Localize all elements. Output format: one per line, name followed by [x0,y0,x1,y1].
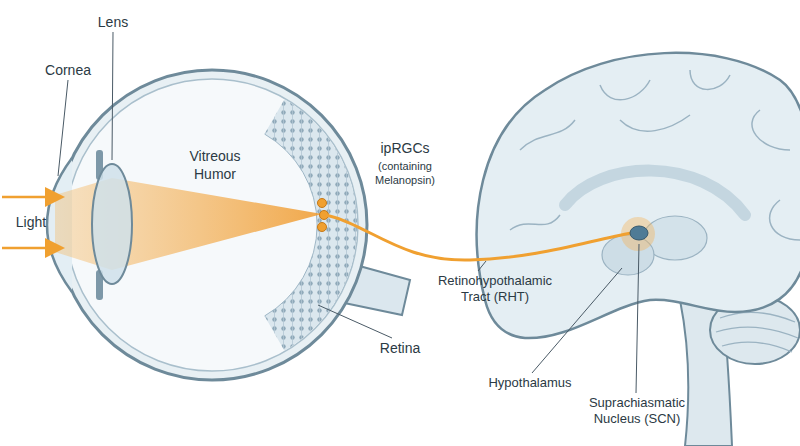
light-arrow [2,247,60,250]
part-label: Retina [370,340,430,358]
part-label: Hypothalamus [470,375,590,391]
part-note: (containing Melanopsin) [358,160,452,188]
scn [630,226,648,240]
gyri [510,70,800,240]
part-label: Vitreous Humor [175,148,255,183]
retina-layer [275,117,338,334]
part-label: Cornea [38,62,98,80]
part-label: Lens [83,14,143,32]
iprgc-cell [318,223,327,232]
lens [92,164,132,284]
part-label: ipRGCs [368,140,442,158]
part-label: Light [6,214,56,232]
part-label: Suprachiasmatic Nucleus (SCN) [572,395,702,428]
cerebellum-folds [716,312,798,352]
iprgc-cell [318,199,327,208]
light-arrow [2,196,60,199]
part-label: Retinohypothalamic Tract (RHT) [425,273,565,306]
corpus-callosum [565,171,745,215]
retinohypothalamic-tract [326,215,632,260]
leader-lines [58,32,639,393]
